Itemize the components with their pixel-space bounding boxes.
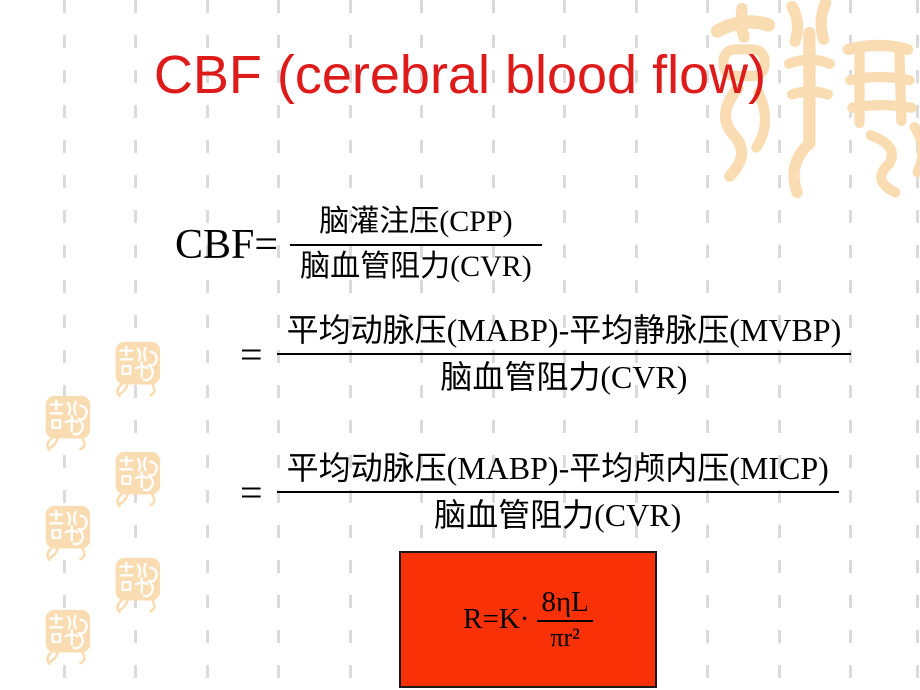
fraction-denominator: 脑血管阻力(CVR) bbox=[434, 497, 682, 534]
fraction-numerator: 平均动脉压(MABP)-平均颅内压(MICP) bbox=[286, 450, 829, 486]
dashed-guide-line bbox=[349, 0, 352, 690]
formula-lhs: R=K· bbox=[463, 603, 530, 635]
jixiang-seal-stamp-icon bbox=[114, 450, 162, 508]
formula-cbf-cpp: CBF= 脑灌注压(CPP) 脑血管阻力(CVR) bbox=[175, 204, 542, 285]
fraction: 8ηL πr² bbox=[537, 585, 593, 653]
dashed-guide-line bbox=[778, 0, 781, 690]
dashed-guide-line bbox=[849, 0, 852, 690]
jixiang-seal-stamp-icon bbox=[44, 394, 92, 452]
fraction-bar bbox=[276, 353, 852, 356]
dashed-guide-line bbox=[206, 0, 209, 690]
jixiang-seal-stamp-icon bbox=[114, 556, 162, 614]
fraction-numerator: 平均动脉压(MABP)-平均静脉压(MVBP) bbox=[286, 312, 842, 348]
formula-lhs: = bbox=[240, 469, 263, 515]
jixiang-seal-stamp-icon bbox=[114, 340, 162, 398]
slide-title: CBF (cerebral blood flow) bbox=[153, 45, 767, 105]
fraction-bar bbox=[276, 491, 839, 494]
dashed-guide-line bbox=[420, 0, 423, 690]
resistance-formula-box: R=K· 8ηL πr² bbox=[399, 551, 657, 688]
fraction-denominator: 脑血管阻力(CVR) bbox=[440, 359, 688, 396]
fraction-bar bbox=[537, 620, 593, 623]
formula-lhs: CBF= bbox=[175, 221, 279, 268]
jixiang-seal-calligraphy-icon bbox=[710, 0, 920, 199]
fraction: 平均动脉压(MABP)-平均颅内压(MICP) 脑血管阻力(CVR) bbox=[276, 449, 839, 535]
dashed-guide-line bbox=[916, 0, 919, 690]
formula-lhs: = bbox=[240, 331, 263, 377]
fraction-numerator: 脑灌注压(CPP) bbox=[319, 205, 513, 238]
dashed-guide-line bbox=[706, 0, 709, 690]
fraction-bar bbox=[290, 243, 542, 246]
formula-mabp-mvbp: = 平均动脉压(MABP)-平均静脉压(MVBP) 脑血管阻力(CVR) bbox=[240, 311, 852, 397]
formula-mabp-micp: = 平均动脉压(MABP)-平均颅内压(MICP) 脑血管阻力(CVR) bbox=[240, 449, 839, 535]
dashed-guide-line bbox=[277, 0, 280, 690]
dashed-guide-line bbox=[563, 0, 566, 690]
fraction-denominator: 脑血管阻力(CVR) bbox=[300, 249, 532, 283]
fraction: 脑灌注压(CPP) 脑血管阻力(CVR) bbox=[290, 204, 542, 285]
dashed-guide-line bbox=[635, 0, 638, 690]
fraction-numerator: 8ηL bbox=[541, 585, 589, 618]
fraction: 平均动脉压(MABP)-平均静脉压(MVBP) 脑血管阻力(CVR) bbox=[276, 311, 852, 397]
fraction-denominator: πr² bbox=[550, 623, 580, 653]
jixiang-seal-stamp-icon bbox=[44, 608, 92, 666]
dashed-guide-line bbox=[492, 0, 495, 690]
jixiang-seal-stamp-icon bbox=[44, 504, 92, 562]
dashed-guide-line bbox=[63, 0, 66, 690]
